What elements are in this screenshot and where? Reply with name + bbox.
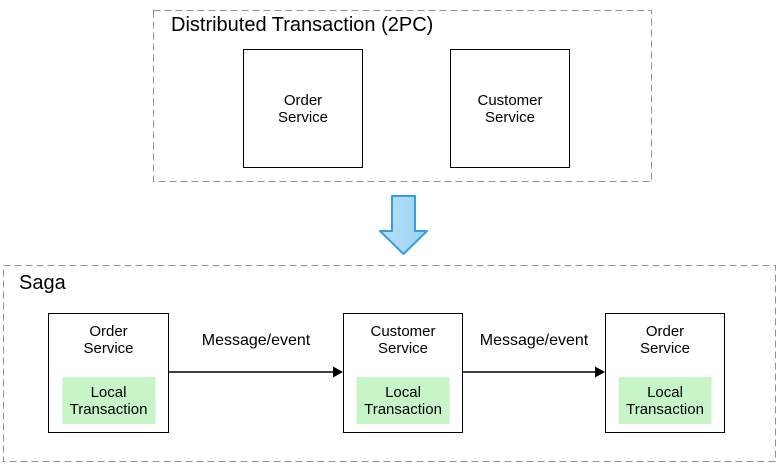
two-pc-container-border — [153, 10, 652, 182]
local-transaction-label-2: Local Transaction — [364, 383, 442, 418]
saga-order-service-label-1: Order Service — [83, 323, 134, 357]
saga-order-service-box-2: Order Service Local Transaction — [605, 313, 725, 433]
message-event-label-1: Message/event — [201, 332, 311, 349]
message-event-label-2: Message/event — [479, 332, 589, 349]
saga-order-service-label-2: Order Service — [639, 323, 691, 357]
saga-customer-service-box: Customer Service Local Transaction — [343, 313, 463, 433]
two-pc-customer-service-label: Customer Service — [477, 91, 543, 126]
two-pc-customer-service-box: Customer Service — [450, 49, 570, 168]
local-transaction-box-2: Local Transaction — [356, 377, 450, 424]
two-pc-title: Distributed Transaction (2PC) — [171, 14, 434, 36]
saga-title: Saga — [19, 272, 66, 294]
saga-container-border — [3, 265, 776, 462]
down-block-arrow-icon — [379, 195, 428, 255]
message-connector-2-arrowhead-icon — [595, 366, 605, 378]
two-pc-order-service-box: Order Service — [243, 49, 363, 168]
local-transaction-label-3: Local Transaction — [626, 383, 704, 418]
two-pc-order-service-label: Order Service — [277, 91, 329, 126]
saga-customer-service-label: Customer Service — [370, 323, 436, 357]
local-transaction-label-1: Local Transaction — [69, 383, 148, 418]
local-transaction-box-3: Local Transaction — [618, 377, 712, 424]
saga-order-service-box-1: Order Service Local Transaction — [48, 313, 169, 433]
local-transaction-box-1: Local Transaction — [62, 377, 155, 424]
message-connector-1-arrowhead-icon — [333, 366, 343, 378]
